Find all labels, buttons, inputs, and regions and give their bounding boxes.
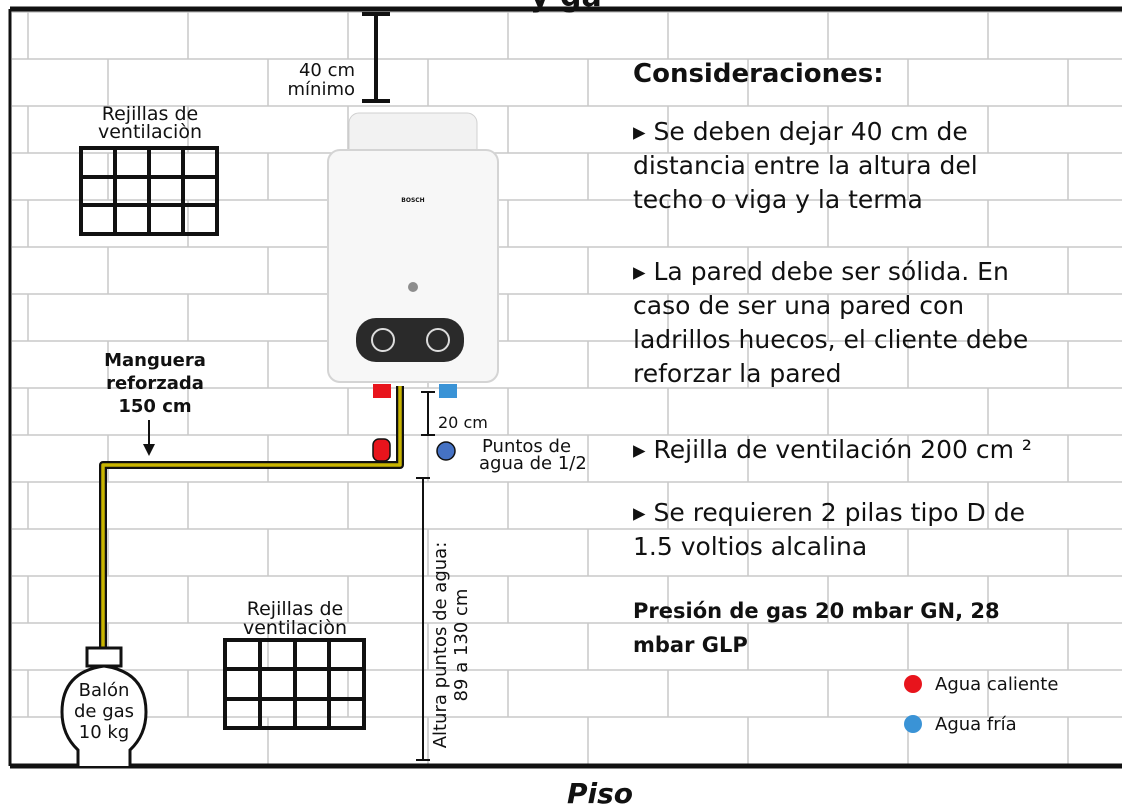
tank-label-2: de gas bbox=[74, 701, 134, 722]
spacing-marker bbox=[421, 391, 435, 436]
vent-grille-top bbox=[79, 146, 219, 236]
consideration-line: ▸ Se deben dejar 40 cm de bbox=[633, 117, 968, 146]
consideration-line: ▸ Se requieren 2 pilas tipo D de bbox=[633, 498, 1025, 527]
vent-grille-bottom bbox=[223, 638, 366, 730]
hot-water-outlet bbox=[373, 384, 391, 398]
vent-top-label-1: Rejillas de bbox=[102, 103, 198, 125]
pressure-line-2: mbar GLP bbox=[633, 633, 748, 657]
vent-top-label-2: ventilaciòn bbox=[98, 121, 202, 143]
consideration-line: techo o viga y la terma bbox=[633, 185, 923, 214]
height-label-2: 89 a 130 cm bbox=[451, 589, 472, 702]
consideration-line: reforzar la pared bbox=[633, 359, 842, 388]
hose-label-2: reforzada bbox=[106, 373, 204, 394]
hose-label-1: Manguera bbox=[104, 350, 206, 371]
brick-wall bbox=[12, 11, 1122, 764]
top-partial-title: y ga bbox=[530, 0, 602, 14]
floor-label: Piso bbox=[567, 777, 633, 808]
legend-label: Agua fría bbox=[935, 714, 1017, 735]
gas-hose bbox=[99, 386, 404, 700]
cold-water-point bbox=[436, 441, 456, 461]
consideration-line: ▸ Rejilla de ventilación 200 cm ² bbox=[633, 435, 1032, 464]
legend-dot bbox=[904, 715, 922, 733]
hose-label-3: 150 cm bbox=[118, 396, 191, 417]
consideration-line: ladrillos huecos, el cliente debe bbox=[633, 325, 1028, 354]
tank-label-3: 10 kg bbox=[79, 722, 129, 743]
heater-brand: BOSCH bbox=[401, 197, 424, 204]
vent-bottom-label-1: Rejillas de bbox=[247, 598, 343, 620]
consideration-line: caso de ser una pared con bbox=[633, 291, 964, 320]
pressure-line-1: Presión de gas 20 mbar GN, 28 bbox=[633, 599, 1000, 623]
cold-water-outlet bbox=[439, 384, 457, 398]
spacing-label: 20 cm bbox=[438, 413, 488, 432]
consideration-line: 1.5 voltios alcalina bbox=[633, 532, 867, 561]
gas-tank bbox=[60, 646, 148, 766]
considerations-title: Consideraciones: bbox=[633, 59, 884, 89]
considerations-list: ▸ Se deben dejar 40 cm de distancia entre… bbox=[633, 117, 1032, 561]
clearance-label: mínimo bbox=[288, 79, 356, 100]
water-points-label-2: agua de 1/2 bbox=[479, 453, 587, 474]
clearance-value: 40 cm bbox=[299, 60, 355, 81]
height-marker bbox=[416, 477, 430, 761]
legend-dot bbox=[904, 675, 922, 693]
hot-water-point bbox=[372, 438, 391, 462]
water-points-label-1: Puntos de bbox=[482, 436, 571, 457]
consideration-line: ▸ La pared debe ser sólida. En bbox=[633, 257, 1009, 286]
height-label-1: Altura puntos de agua: bbox=[430, 542, 451, 749]
clearance-marker bbox=[362, 12, 390, 103]
consideration-line: distancia entre la altura del bbox=[633, 151, 978, 180]
vent-bottom-label-2: ventilaciòn bbox=[243, 617, 347, 639]
water-heater bbox=[327, 112, 499, 383]
legend-label: Agua caliente bbox=[935, 674, 1058, 695]
hose-arrow-icon bbox=[143, 420, 155, 456]
tank-label-1: Balón bbox=[79, 680, 130, 701]
